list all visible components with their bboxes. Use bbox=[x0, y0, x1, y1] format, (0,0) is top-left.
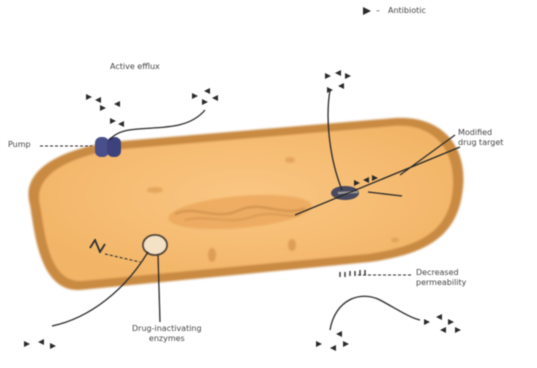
label-modified-target: Modified drug target bbox=[458, 128, 503, 148]
permeability-ticks bbox=[340, 270, 365, 277]
legend-dash: – bbox=[376, 6, 380, 16]
efflux-pump bbox=[95, 137, 121, 157]
legend-label: Antibiotic bbox=[388, 6, 426, 16]
label-pump: Pump bbox=[8, 140, 31, 150]
label-permeability: Decreased permeability bbox=[416, 268, 466, 288]
label-enzymes: Drug-inactivating enzymes bbox=[132, 324, 202, 344]
label-active-efflux: Active efflux bbox=[110, 62, 160, 72]
drug-inactivating-enzyme bbox=[143, 235, 167, 255]
